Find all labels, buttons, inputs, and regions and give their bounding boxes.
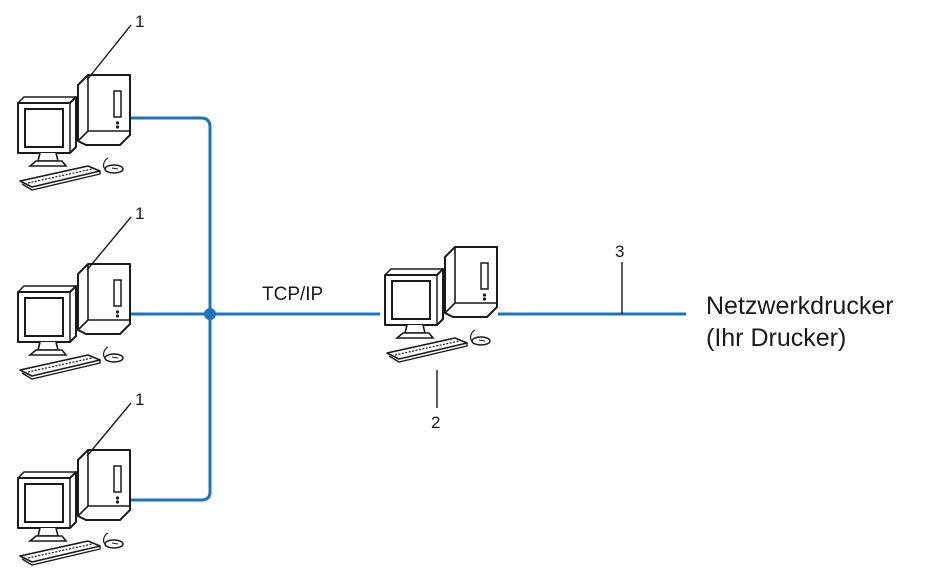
callout-number: 1 [135,12,145,31]
callout-number: 3 [615,242,625,261]
callout-number: 1 [135,390,145,409]
printer-note: (Ihr Drucker) [706,324,847,352]
printer-name: Netzwerkdrucker [706,292,894,320]
callout-line-client-1 [86,24,132,81]
callout-number: 2 [431,413,441,432]
protocol-label: TCP/IP [262,284,324,305]
client-computer-icon [17,74,131,191]
callout-number: 1 [135,204,145,223]
server-computer-icon [384,246,498,363]
client-computer-icon [17,449,131,566]
callout-line-client-2 [86,216,132,271]
client-computer-icon [17,263,131,380]
network-bus-line [124,116,212,502]
network-junction [204,308,216,320]
printer-label: Netzwerkdrucker (Ihr Drucker) [706,290,894,354]
callout-line-client-3 [86,402,132,457]
